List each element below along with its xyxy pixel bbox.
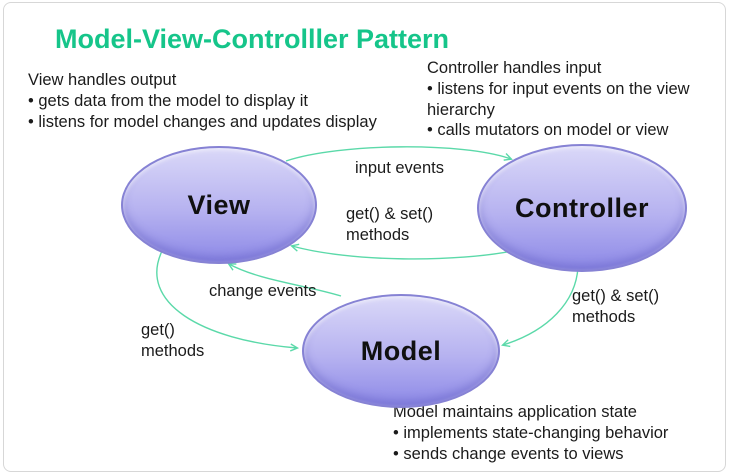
note-view-handles-output: View handles output • gets data from the… bbox=[28, 70, 403, 132]
page-title: Model-View-Controlller Pattern bbox=[55, 24, 450, 54]
note-controller-heading: Controller handles input bbox=[427, 59, 602, 77]
node-controller-label: Controller bbox=[514, 192, 649, 223]
note-view-bullet-2: • listens for model changes and updates … bbox=[28, 112, 377, 131]
node-model: Model bbox=[302, 294, 500, 408]
node-model-label: Model bbox=[360, 335, 442, 366]
edge-label-input-events: input events bbox=[355, 159, 444, 177]
note-model-maintains-state: Model maintains application state • impl… bbox=[393, 402, 723, 464]
edge-label-change-events: change events bbox=[209, 282, 317, 300]
note-model-bullet-2: • sends change events to views bbox=[393, 444, 624, 463]
note-view-heading: View handles output bbox=[28, 71, 177, 89]
note-controller-handles-input: Controller handles input • listens for i… bbox=[427, 58, 729, 141]
edge-label-get-set-methods-center: get() & set() methods bbox=[346, 205, 434, 245]
node-view: View bbox=[121, 146, 317, 264]
note-controller-bullet-1: • listens for input events on the view h… bbox=[427, 79, 690, 119]
edge-label-get-methods: get() methods bbox=[141, 321, 205, 361]
note-view-bullet-1: • gets data from the model to display it bbox=[28, 91, 309, 110]
node-controller: Controller bbox=[477, 144, 687, 272]
note-controller-bullet-2: • calls mutators on model or view bbox=[427, 121, 669, 140]
node-view-label: View bbox=[187, 189, 251, 220]
note-model-heading: Model maintains application state bbox=[393, 403, 637, 421]
note-model-bullet-1: • implements state-changing behavior bbox=[393, 423, 669, 442]
edge-label-get-set-methods-right: get() & set() methods bbox=[572, 287, 660, 327]
